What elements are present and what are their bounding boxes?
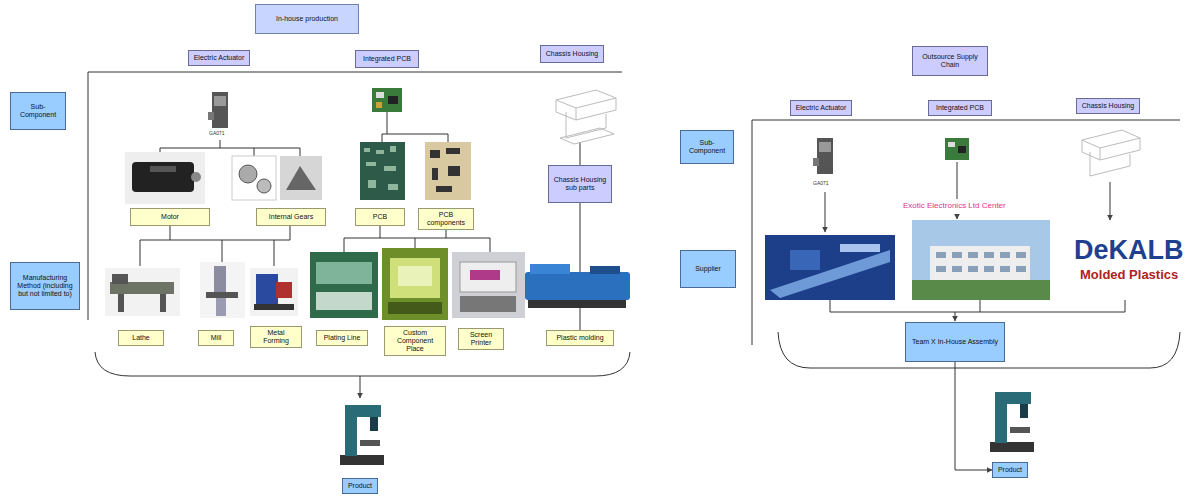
part-number: GA071 [209,131,225,137]
method-box: Mill [198,330,234,346]
node-text: Chassis Housing sub parts [552,176,608,192]
column-header: Chassis Housing [1076,98,1140,114]
process-box: Chassis Housing sub parts [548,165,612,203]
title-box: In-house production [255,4,359,34]
part-number: GA071 [813,181,829,187]
supplier-name: Exotic Electronics Ltd Center [903,202,1006,211]
column-header: Integrated PCB [355,50,419,68]
node-text: Mill [211,334,222,342]
part-box: Internal Gears [256,208,326,226]
node-text: Team X In-House Assembly [912,338,998,346]
node-text: Manufacturing Method (including but not … [14,274,76,298]
node-text: Electric Actuator [194,54,245,62]
method-box: Metal Forming [250,326,302,348]
method-box: Lathe [118,330,164,346]
node-text: Electric Actuator [796,104,847,112]
node-text: Product [998,466,1022,474]
node-text: Screen Printer [462,331,500,347]
node-text: Supplier [695,265,721,273]
node-text: Internal Gears [269,213,313,221]
part-box: PCB [355,208,405,226]
connector [955,362,992,470]
column-header: Electric Actuator [790,100,852,116]
node-text: Sub-Component [684,139,730,155]
product-box: Product [342,478,378,494]
node-text: Chassis Housing [1082,102,1135,110]
node-text: Metal Forming [254,329,298,345]
method-box: Plating Line [316,330,368,346]
column-header: Chassis Housing [540,45,604,63]
row-label: Supplier [680,250,736,288]
logo-text: DeKALB [1074,236,1184,266]
node-text: Outsource Supply Chain [916,53,984,69]
method-box: Screen Printer [458,328,504,350]
node-text: Lathe [132,334,150,342]
title-box: Outsource Supply Chain [912,46,988,76]
node-text: Product [348,482,372,490]
connector [580,203,581,330]
node-text: Chassis Housing [546,50,599,58]
node-text: Custom Component Place [388,329,442,353]
node-text: In-house production [276,15,338,23]
part-box: Motor [130,208,210,226]
row-label: Manufacturing Method (including but not … [10,262,80,310]
process-box: Team X In-House Assembly [905,322,1005,362]
node-text: Motor [161,213,179,221]
node-text: Plating Line [324,334,361,342]
row-label: Sub-Component [10,92,66,130]
row-label: Sub-Component [680,130,734,164]
method-box: Plastic molding [546,330,614,346]
column-header: Integrated PCB [928,100,992,116]
node-text: Integrated PCB [936,104,984,112]
part-box: PCB components [418,208,474,230]
logo-text: Molded Plastics [1080,268,1178,282]
column-header: Electric Actuator [188,50,250,66]
product-box: Product [992,462,1028,478]
method-box: Custom Component Place [384,326,446,356]
node-text: Plastic molding [556,334,603,342]
node-text: PCB components [422,211,470,227]
node-text: Sub-Component [14,103,62,119]
node-text: Integrated PCB [363,55,411,63]
node-text: PCB [373,213,387,221]
